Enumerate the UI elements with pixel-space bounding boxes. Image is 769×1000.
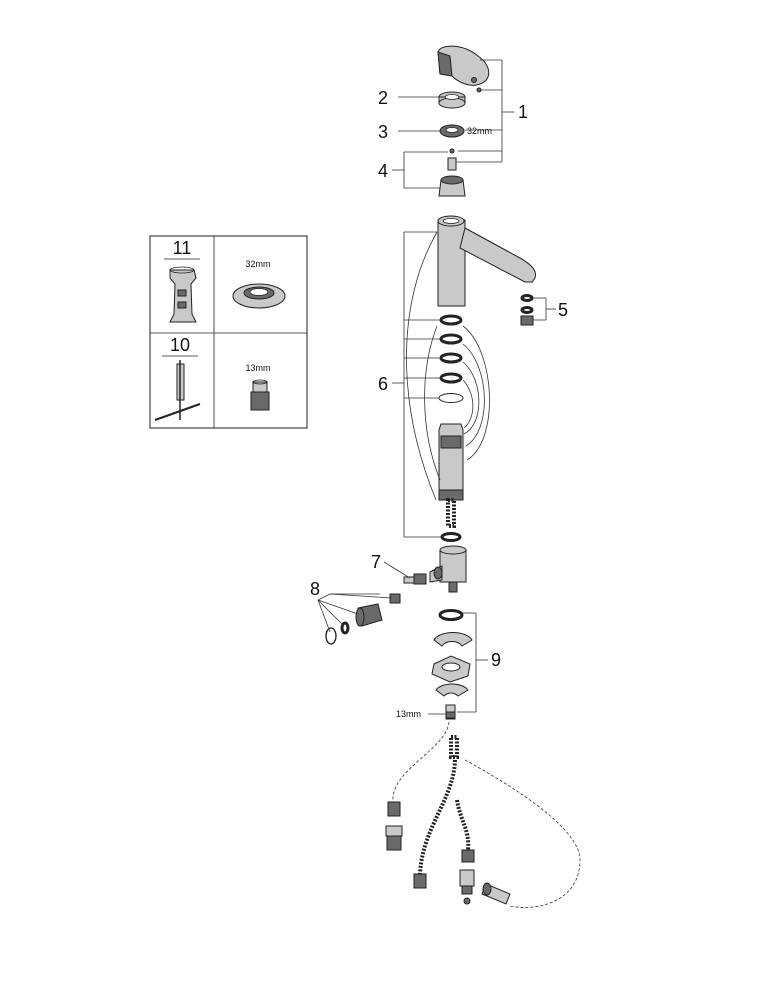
tool-number-10: 10 xyxy=(170,335,190,355)
dimension-32mm: 32mm xyxy=(467,126,492,136)
tool-number-11: 11 xyxy=(173,238,192,258)
tool-size-13mm: 13mm xyxy=(245,363,270,373)
hot-hose-end xyxy=(459,849,475,905)
tool-panel: 11 32mm 10 13mm xyxy=(149,235,308,429)
diverter-valve xyxy=(481,882,511,905)
nut-32mm-icon xyxy=(232,283,286,309)
callout-3: 3 xyxy=(378,122,388,142)
part-3-nut xyxy=(439,124,465,138)
callout-6: 6 xyxy=(378,374,388,394)
callout-8: 8 xyxy=(310,579,320,599)
part-2-cap-ring xyxy=(438,91,466,109)
callout-leaders xyxy=(317,59,556,715)
callout-9: 9 xyxy=(491,650,501,670)
tool-panel-frame xyxy=(149,235,308,429)
dimension-13mm: 13mm xyxy=(396,709,421,719)
callout-5: 5 xyxy=(558,300,568,320)
tool-size-32mm: 32mm xyxy=(245,259,270,269)
shower-hose-nut xyxy=(385,801,403,851)
part-5-aerator xyxy=(520,294,534,326)
part-4-cartridge xyxy=(438,148,466,197)
tee-wrench-icon xyxy=(154,360,201,421)
callout-1: 1 xyxy=(518,102,528,122)
callout-7: 7 xyxy=(371,552,381,572)
nut-13mm-icon xyxy=(250,379,270,411)
cold-hose-end xyxy=(413,873,427,889)
supply-hoses xyxy=(385,721,581,908)
callout-2: 2 xyxy=(378,88,388,108)
socket-tool-icon xyxy=(169,266,197,323)
callout-numbers: 1 2 3 4 5 6 7 8 9 xyxy=(310,88,568,670)
lever-handle xyxy=(437,45,490,93)
callout-4: 4 xyxy=(378,161,388,181)
part-7-connector xyxy=(403,545,467,593)
part-9-mounting-set xyxy=(431,609,473,720)
part-8-adapter-set xyxy=(325,593,401,645)
faucet-body xyxy=(437,215,536,307)
